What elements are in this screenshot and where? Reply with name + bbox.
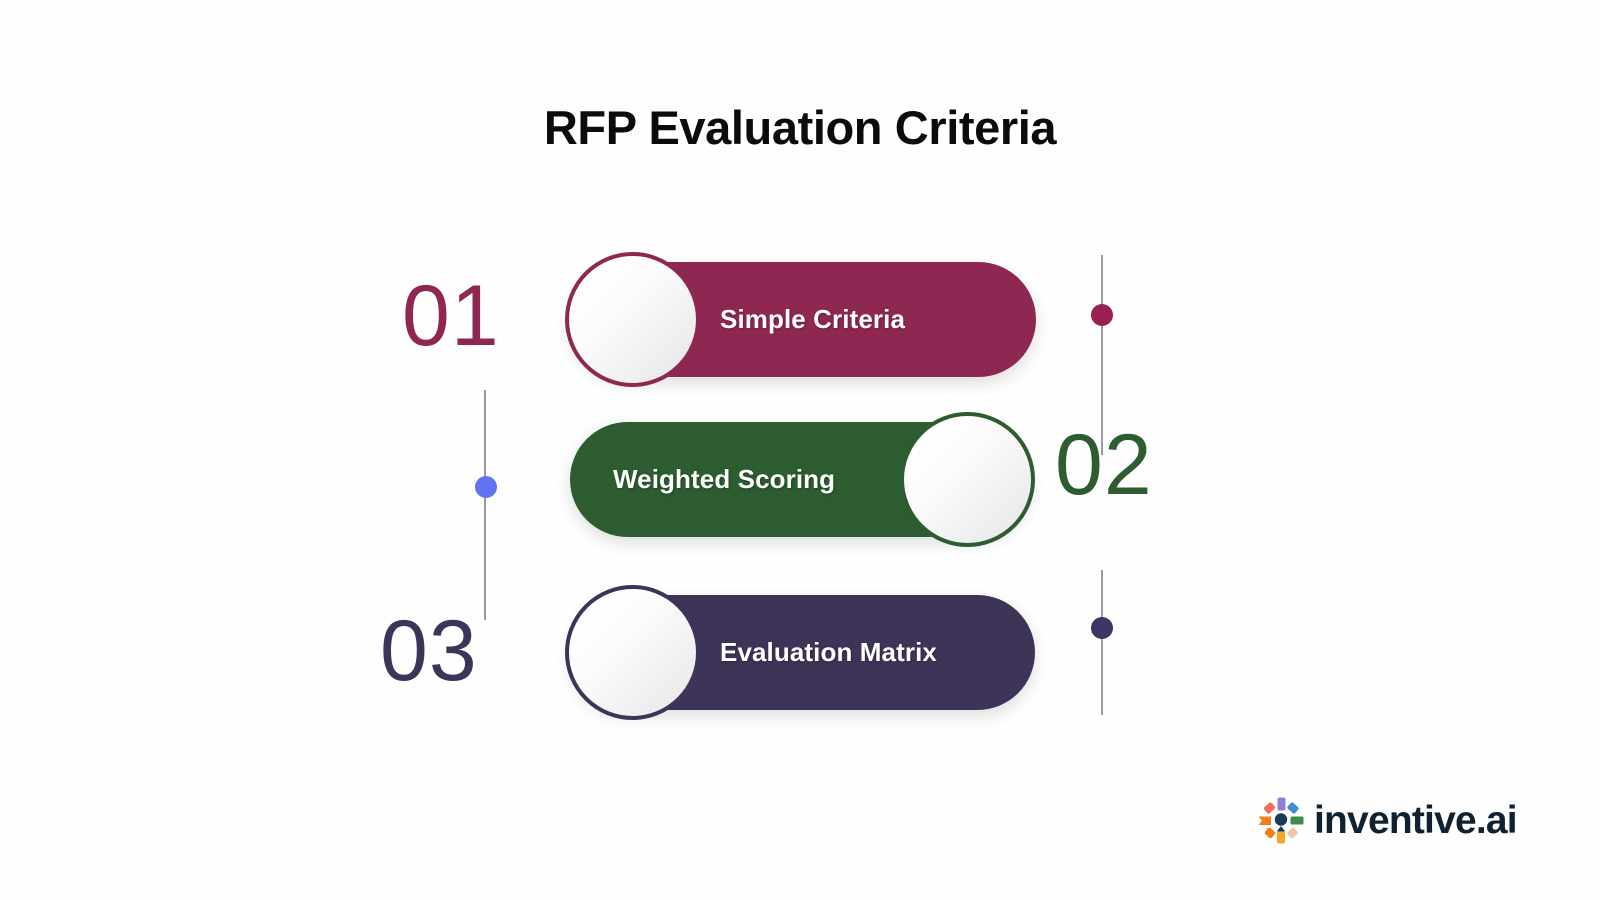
blue-dot bbox=[475, 476, 497, 498]
logo-wordmark: inventive.ai bbox=[1314, 798, 1518, 842]
inventive-radial-mark-icon bbox=[1256, 795, 1306, 845]
row-2-label: Weighted Scoring bbox=[613, 464, 836, 494]
crimson-dot bbox=[1091, 304, 1113, 326]
rail-right-top bbox=[1101, 255, 1103, 455]
row-2-number: 02 bbox=[1055, 417, 1153, 513]
row-1-knob-circle[interactable] bbox=[565, 252, 700, 387]
row-3-number: 03 bbox=[380, 603, 478, 699]
row-1-number: 01 bbox=[402, 268, 500, 364]
criteria-row-1[interactable]: 01 Simple Criteria bbox=[380, 235, 1080, 405]
brand-logo: inventive.ai bbox=[1256, 795, 1518, 845]
rail-right-bottom bbox=[1101, 570, 1103, 715]
row-2-knob-circle[interactable] bbox=[900, 412, 1035, 547]
row-3-knob-circle[interactable] bbox=[565, 585, 700, 720]
purple-dot bbox=[1091, 617, 1113, 639]
rail-left bbox=[484, 390, 486, 620]
criteria-row-3[interactable]: 03 Evaluation Matrix bbox=[370, 568, 1070, 738]
page-title: RFP Evaluation Criteria bbox=[543, 101, 1057, 154]
row-1-label: Simple Criteria bbox=[720, 304, 906, 334]
row-3-label: Evaluation Matrix bbox=[720, 637, 937, 667]
criteria-row-2[interactable]: Weighted Scoring 02 bbox=[560, 400, 1240, 570]
